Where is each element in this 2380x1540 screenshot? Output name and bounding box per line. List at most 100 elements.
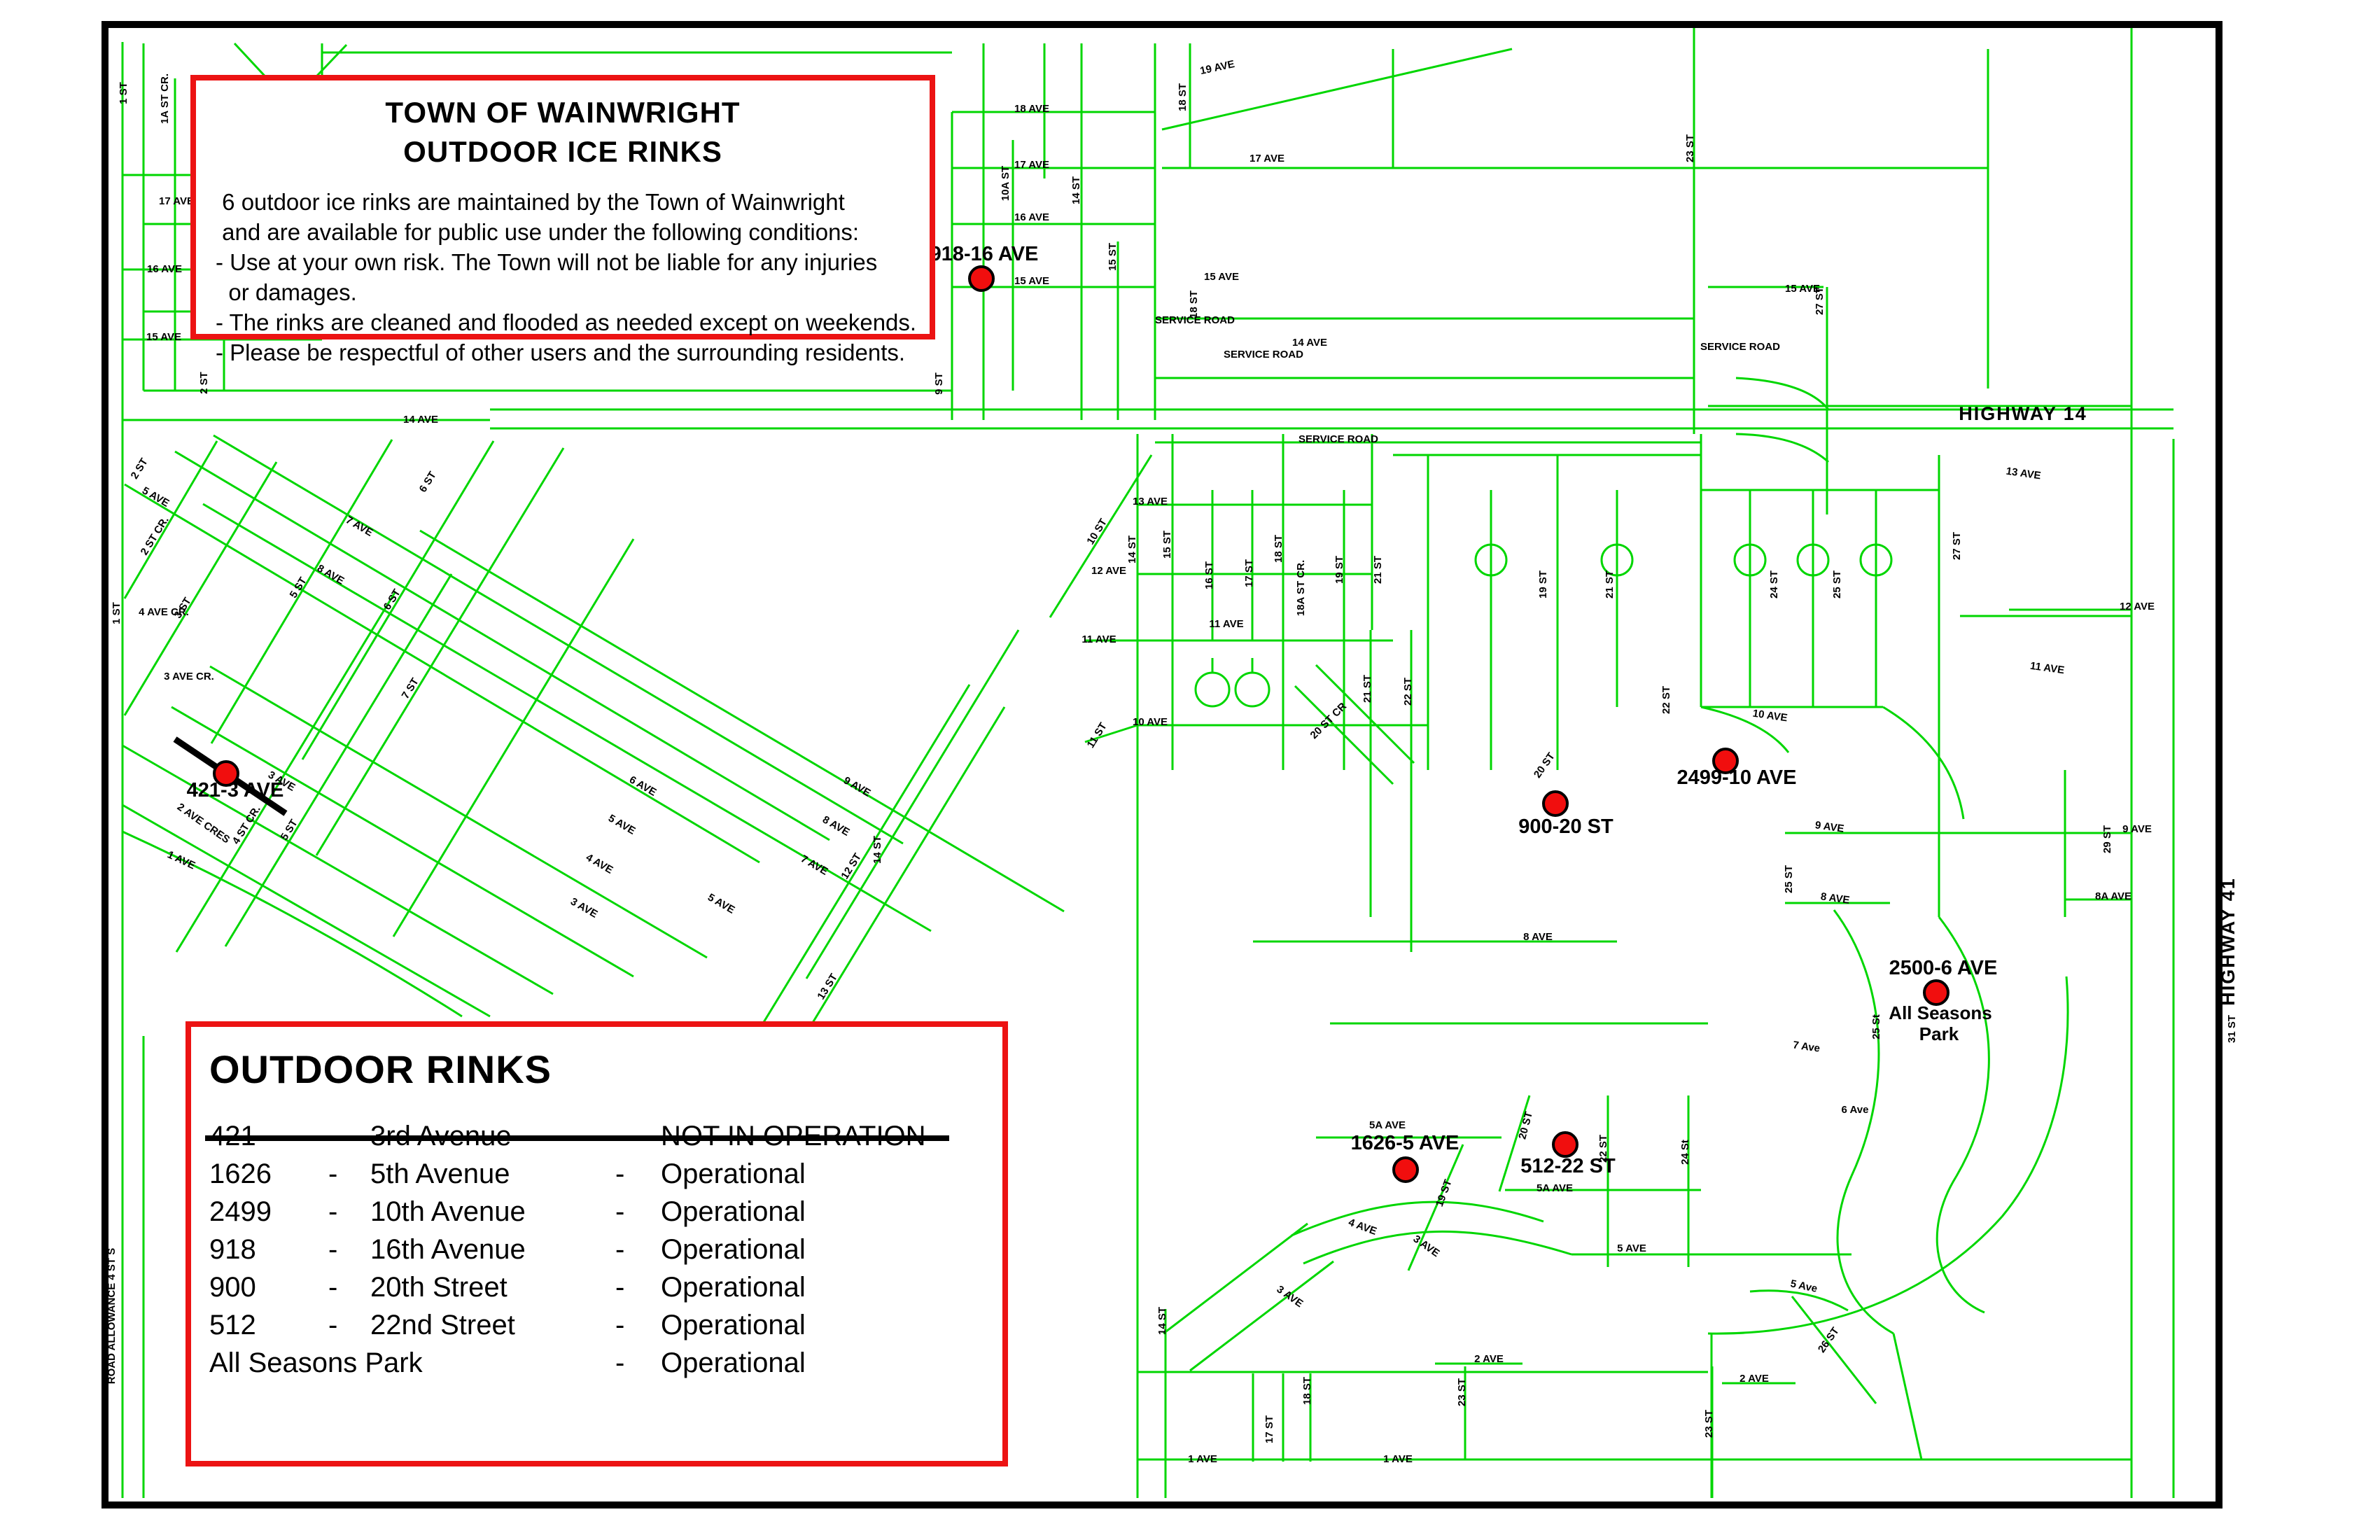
street-label: SERVICE ROAD [1155, 314, 1235, 326]
street-label: 2 AVE [1740, 1373, 1769, 1385]
legend-box: OUTDOOR RINKS 421-3rd Avenue-NOT IN OPER… [186, 1021, 1008, 1466]
street-label: ROAD ALLOWANCE 4 ST S [106, 1248, 118, 1384]
street-label: 1A ST CR. [159, 74, 171, 124]
street-label: 17 AVE [159, 195, 194, 207]
legend-cell: - [328, 1158, 338, 1189]
street-label: 4 AVE [1347, 1217, 1378, 1238]
street-label: 3 AVE CR. [164, 671, 214, 682]
rink-label: 421-3 AVE [187, 779, 284, 802]
street-label: 17 ST [1264, 1415, 1275, 1443]
street-label: 22 ST [1660, 686, 1672, 714]
rink-marker: 512-22 ST [1520, 1131, 1616, 1177]
legend-cell: Operational [661, 1310, 806, 1340]
rink-dot [1552, 1131, 1578, 1158]
street-label: 18 AVE [1014, 103, 1049, 115]
title-box-body: 6 outdoor ice rinks are maintained by th… [216, 187, 917, 368]
legend-cell: 2499 [209, 1196, 272, 1227]
legend-row: 421-3rd Avenue-NOT IN OPERATION [205, 1117, 988, 1155]
rink-sub-label: Park [1919, 1023, 1959, 1044]
street-label: SERVICE ROAD [1298, 433, 1378, 445]
street-label: 16 AVE [147, 263, 182, 275]
street-label: 14 AVE [403, 414, 438, 426]
street-label: 15 ST [1107, 243, 1119, 271]
street-label: 11 AVE [2029, 660, 2065, 677]
legend-cell: Operational [661, 1272, 806, 1303]
street-label: 2 ST [198, 372, 210, 394]
street-label: 1 ST [118, 82, 130, 104]
street-label: 7 AVE [344, 514, 375, 539]
legend-row: 512-22nd Street-Operational [209, 1306, 988, 1344]
legend-row: 1626-5th Avenue-Operational [209, 1155, 988, 1193]
street-label: 21 ST [1604, 570, 1616, 598]
street-label: 23 ST [1684, 134, 1696, 162]
legend-row: 918-16th Avenue-Operational [209, 1231, 988, 1268]
street-label: 18 ST [1177, 83, 1189, 111]
street-label: 19 ST [1434, 1178, 1455, 1208]
legend-cell: Operational [661, 1196, 806, 1227]
legend-cell: - [615, 1158, 625, 1189]
legend-cell: Operational [661, 1158, 806, 1189]
rink-label: 918-16 AVE [930, 243, 1039, 265]
street-label: 8 AVE [315, 562, 346, 587]
rink-marker: 900-20 ST [1518, 790, 1614, 838]
street-label: 20 ST [1516, 1110, 1535, 1140]
rink-marker: 1626-5 AVE [1351, 1132, 1459, 1183]
street-label: 11 AVE [1209, 618, 1243, 630]
street-label: 14 ST [872, 836, 883, 864]
street-label: 31 ST [2226, 1015, 2238, 1043]
street-label: 13 AVE [2005, 465, 2042, 482]
street-label: 9 AVE [2122, 823, 2152, 835]
street-label: 26 ST [1816, 1325, 1842, 1355]
rink-label: 2500-6 AVE [1889, 957, 1998, 979]
street-label: 25 ST [1783, 865, 1795, 893]
title-box-line: - Use at your own risk. The Town will no… [216, 249, 878, 275]
street-label: 10 ST [1084, 517, 1110, 547]
street-label: 12 AVE [2120, 601, 2155, 612]
legend-cell: 20th Street [370, 1272, 507, 1303]
street-label: 8A AVE [2095, 890, 2132, 902]
rink-dot [213, 760, 239, 787]
street-label: 27 ST [1814, 287, 1826, 315]
street-label: 17 AVE [1014, 159, 1049, 171]
rink-label: 900-20 ST [1518, 816, 1614, 838]
street-label: 2 ST CR. [139, 514, 172, 557]
street-label: 29 ST [2101, 825, 2113, 853]
street-label: 19 AVE [1199, 58, 1236, 77]
legend-cell: 918 [209, 1234, 256, 1265]
street-label: 10 AVE [1133, 716, 1168, 728]
street-label: 9 AVE [1814, 819, 1845, 835]
street-label: 8 AVE [1523, 931, 1553, 943]
title-box: TOWN OF WAINWRIGHT OUTDOOR ICE RINKS 6 o… [190, 75, 935, 365]
legend-cell: - [328, 1310, 338, 1340]
street-label: 15 AVE [1204, 271, 1239, 283]
legend-cell: 1626 [209, 1158, 272, 1189]
legend-cell: - [615, 1234, 625, 1265]
title-box-line: and are available for public use under t… [216, 219, 860, 245]
legend-cell: - [328, 1234, 338, 1265]
legend-rows: 421-3rd Avenue-NOT IN OPERATION1626-5th … [205, 1117, 988, 1382]
street-label: 5 ST [288, 575, 309, 601]
rink-marker: 2499-10 AVE [1677, 748, 1796, 789]
street-label: 14 ST [1126, 536, 1138, 564]
street-label: 7 AVE [799, 853, 830, 878]
street-label: 14 AVE [1292, 337, 1327, 349]
street-label: 27 ST [1951, 532, 1963, 560]
street-label: 14 ST [1070, 176, 1082, 204]
rink-sub-label: All Seasons [1889, 1002, 1991, 1023]
title-box-line: - Please be respectful of other users an… [216, 340, 906, 365]
title-box-line: - The rinks are cleaned and flooded as n… [216, 309, 917, 335]
street-label: 24 St [1679, 1140, 1691, 1165]
legend-cell: All Seasons Park [209, 1348, 423, 1378]
street-label: 1 AVE [165, 848, 197, 872]
legend-cell: - [328, 1196, 338, 1227]
street-label: 18 ST [1301, 1377, 1313, 1405]
street-label: 23 ST [1703, 1410, 1715, 1438]
street-label: 8 AVE [1820, 890, 1851, 906]
street-label: 4 AVE [584, 851, 615, 876]
street-label: 22 ST [1597, 1135, 1609, 1163]
street-label: 10 AVE [1752, 708, 1788, 724]
street-label: 19 ST [1334, 556, 1345, 584]
